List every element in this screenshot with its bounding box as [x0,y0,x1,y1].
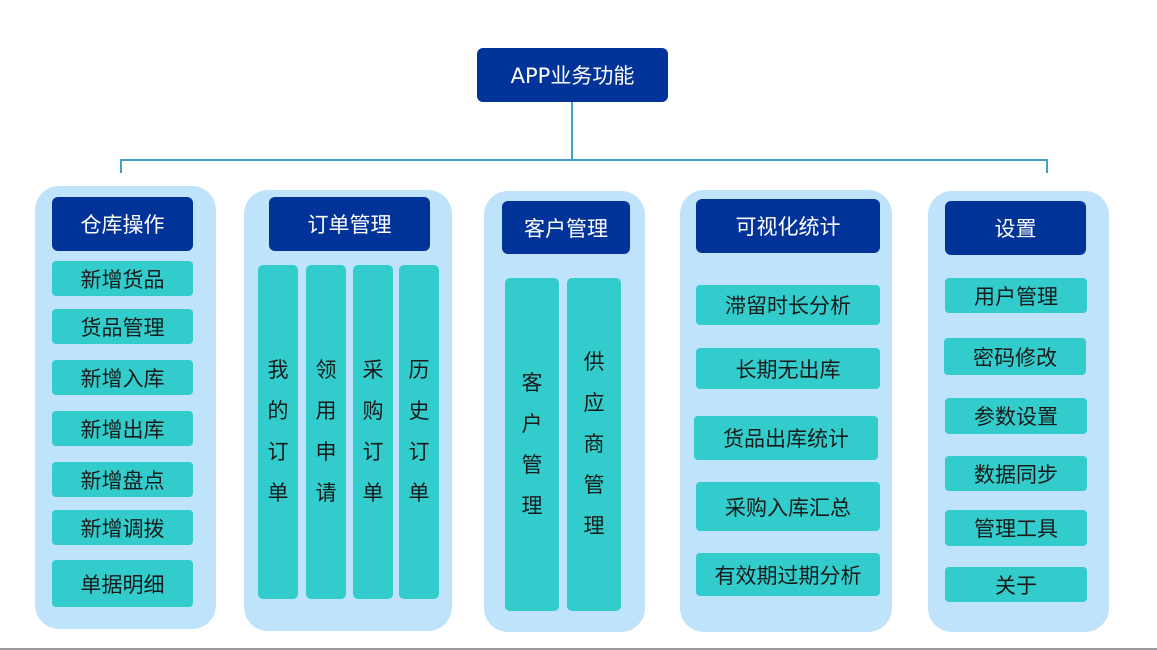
bottom-divider [0,648,1157,650]
item-document-details: 单据明细 [52,560,193,607]
panel-statistics-header: 可视化统计 [696,199,880,253]
item-data-sync: 数据同步 [945,456,1087,491]
item-retention-analysis: 滞留时长分析 [696,285,880,325]
panel-warehouse [35,186,216,629]
panel-settings-header: 设置 [945,201,1086,255]
item-purchase-inbound-summary: 采购入库汇总 [696,482,880,531]
item-long-term-no-outbound: 长期无出库 [696,348,880,389]
item-admin-tools: 管理工具 [945,510,1087,546]
root-node: APP业务功能 [477,48,668,102]
item-add-inbound: 新增入库 [52,360,193,395]
item-customer-management: 客户管理 [505,278,559,611]
item-about: 关于 [945,567,1087,602]
item-supplier-management: 供应商管理 [567,278,621,611]
item-purchase-orders: 采购订单 [353,265,393,599]
panel-orders-header: 订单管理 [269,197,430,251]
item-parameter-settings: 参数设置 [945,398,1087,434]
item-change-password: 密码修改 [944,338,1086,375]
item-goods-management: 货品管理 [52,309,193,344]
item-user-management: 用户管理 [945,278,1087,313]
item-add-transfer: 新增调拨 [52,510,193,545]
item-add-stocktake: 新增盘点 [52,462,193,497]
item-my-orders: 我的订单 [258,265,298,599]
item-requisition: 领用申请 [306,265,346,599]
item-expiry-analysis: 有效期过期分析 [696,553,880,596]
panel-warehouse-header: 仓库操作 [52,197,193,251]
panel-customers-header: 客户管理 [502,201,630,254]
item-add-goods: 新增货品 [52,261,193,296]
item-goods-outbound-stats: 货品出库统计 [694,416,878,460]
item-order-history: 历史订单 [399,265,439,599]
item-add-outbound: 新增出库 [52,411,193,446]
